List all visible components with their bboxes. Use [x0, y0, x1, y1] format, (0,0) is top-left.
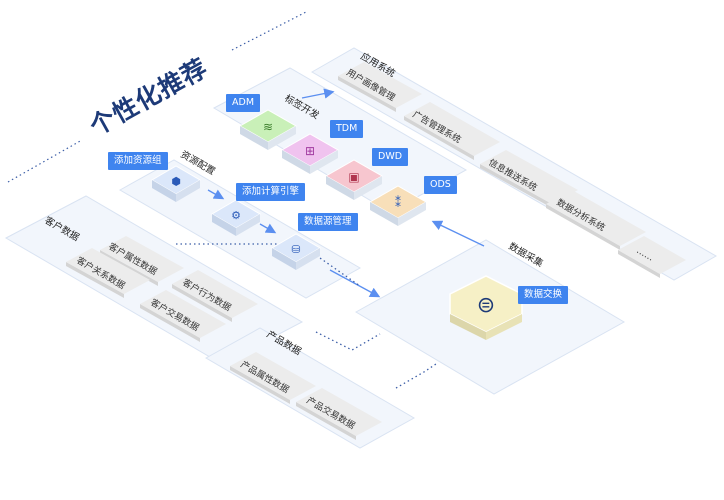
tdm-block[interactable]: ⊞ [280, 133, 340, 174]
adm-block[interactable]: ≋ [238, 109, 298, 150]
customer-bar-4[interactable]: 客户交易数据 [140, 290, 226, 342]
dwd-block[interactable]: ▣ [324, 159, 384, 200]
page-title: 个性化推荐 [85, 53, 213, 141]
product-bar-1[interactable]: 产品属性数据 [230, 352, 316, 404]
arrow-step-1-2 [207, 189, 225, 200]
exchange-hub-icon: ⊜ [477, 293, 495, 318]
tag-tdm[interactable]: TDM [330, 120, 364, 138]
compute-engine-block[interactable]: ⚙ [211, 199, 261, 236]
tag-datasource-mgmt[interactable]: 数据源管理 [298, 213, 358, 231]
app-bar-1[interactable]: 用户画像管理 [338, 62, 422, 112]
datasource-block[interactable]: ⛁ [271, 233, 321, 270]
ods-block[interactable]: ⁑ [368, 185, 428, 226]
arrow-adm-to-app [301, 88, 335, 99]
title-line-right [231, 11, 307, 51]
title-line-left [7, 139, 83, 183]
tag-ods[interactable]: ODS [424, 176, 457, 194]
archive-icon: ⁑ [395, 195, 401, 210]
resource-group-block[interactable]: ⬢ [151, 165, 201, 202]
arrow-collect-to-ods [431, 220, 485, 247]
data-exchange-hub[interactable]: ⊜ [449, 275, 523, 340]
database-icon: ⛁ [291, 243, 300, 256]
product-link-2 [395, 363, 437, 389]
tag-add-resource-group[interactable]: 添加资源组 [108, 152, 168, 170]
grid-icon: ⊞ [305, 144, 315, 158]
arrow-source-to-collect [329, 269, 381, 298]
app-bar-5[interactable]: …… [618, 236, 686, 278]
tag-dwd[interactable]: DWD [372, 148, 409, 166]
cube-icon: ⬢ [171, 175, 181, 188]
engine-icon: ⚙ [231, 209, 241, 222]
customer-link [176, 243, 361, 287]
tag-adm[interactable]: ADM [226, 94, 261, 112]
cpu-chip-icon: ▣ [348, 170, 359, 184]
tag-data-exchange[interactable]: 数据交换 [518, 286, 569, 304]
tag-add-compute-engine[interactable]: 添加计算引擎 [236, 183, 306, 201]
arrow-step-2-3 [259, 223, 277, 234]
layers-icon: ≋ [263, 120, 273, 134]
product-link-1 [315, 331, 381, 351]
